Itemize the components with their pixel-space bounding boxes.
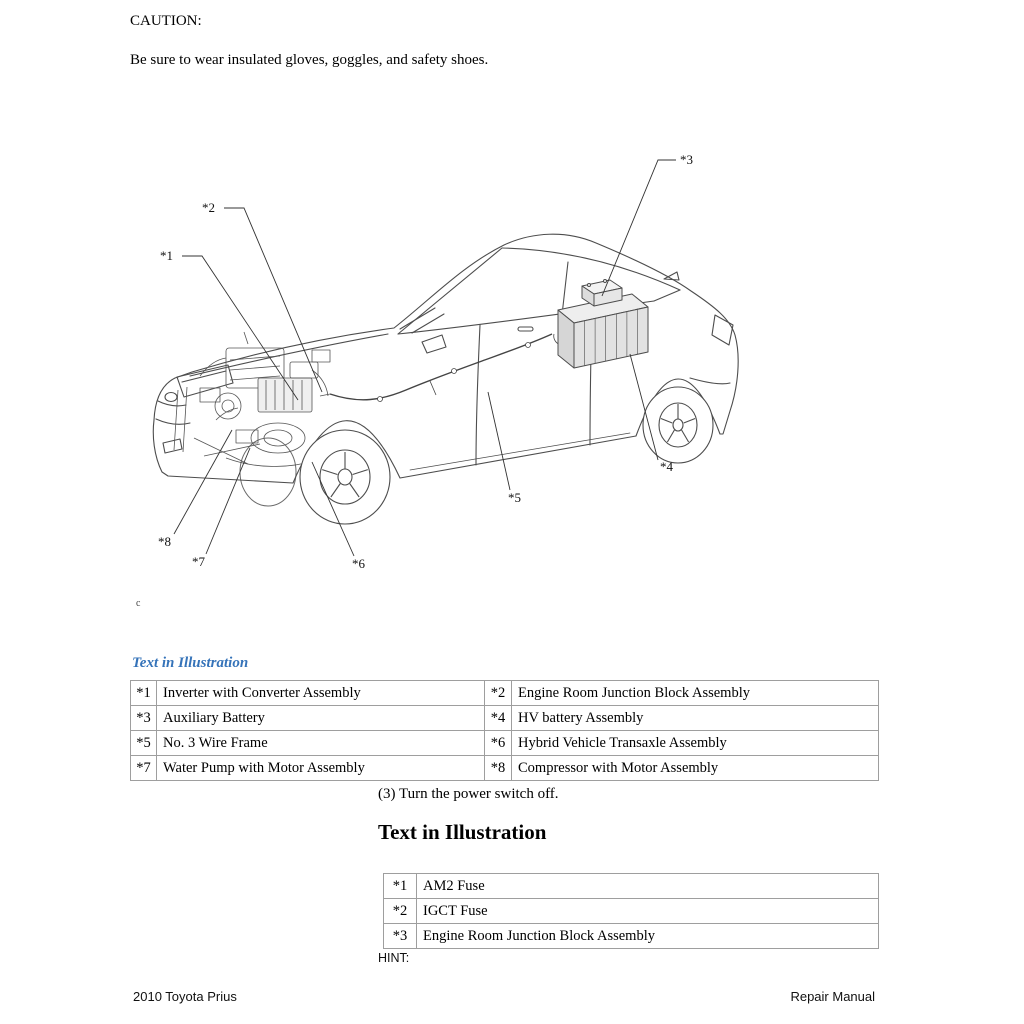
- callout-line-7: [205, 447, 251, 555]
- fog-lamp: [162, 438, 183, 454]
- table-row: *7 Water Pump with Motor Assembly *8 Com…: [130, 755, 879, 781]
- callout-line-3: [601, 159, 676, 297]
- inverter-assembly: [257, 377, 313, 413]
- callout-number-cell: *8: [484, 755, 512, 781]
- table-row: *5 No. 3 Wire Frame *6 Hybrid Vehicle Tr…: [130, 730, 879, 756]
- callout-label-5: *5: [508, 490, 521, 505]
- callout-desc-cell: No. 3 Wire Frame: [156, 730, 485, 756]
- auxiliary-battery: [581, 279, 623, 307]
- callout-line-6: [311, 461, 355, 557]
- callout-lines: [173, 159, 676, 557]
- callout-number-cell: *1: [383, 873, 417, 899]
- callout-number-cell: *3: [130, 705, 157, 731]
- callout-line-2: [224, 207, 323, 393]
- step-text: (3) Turn the power switch off.: [378, 786, 559, 802]
- callout-label-4: *4: [660, 459, 674, 474]
- figure-corner-label: c: [136, 598, 141, 609]
- callout-label-1: *1: [160, 248, 173, 263]
- junction-block: [289, 361, 319, 379]
- section2-heading: Text in Illustration: [378, 820, 547, 844]
- caution-text: Be sure to wear insulated gloves, goggle…: [130, 52, 489, 68]
- table-row: *3 Engine Room Junction Block Assembly: [383, 923, 879, 949]
- roof-antenna: [663, 271, 680, 281]
- callout-number-cell: *5: [130, 730, 157, 756]
- front-wheel: [299, 429, 391, 525]
- table-row: *1 AM2 Fuse: [383, 873, 879, 899]
- far-front-wheel: [239, 437, 297, 507]
- fuse-legend-table: *1 AM2 Fuse *2 IGCT Fuse *3 Engine Room …: [383, 873, 879, 949]
- prius-line-drawing: *1 *2 *3 *4 *5 *6 *7 *8: [152, 152, 739, 571]
- caution-label: CAUTION:: [130, 13, 202, 29]
- callout-line-1: [182, 255, 299, 401]
- vehicle-illustration: *1 *2 *3 *4 *5 *6 *7 *8: [130, 138, 760, 590]
- callout-label-2: *2: [202, 200, 215, 215]
- toyota-emblem: [164, 391, 178, 403]
- callout-label-8: *8: [158, 534, 171, 549]
- headlamp: [176, 364, 234, 398]
- callout-number-cell: *2: [383, 898, 417, 924]
- callout-line-5: [487, 391, 511, 491]
- hint-label: HINT:: [378, 951, 410, 965]
- callout-desc-cell: AM2 Fuse: [416, 873, 879, 899]
- table-row: *1 Inverter with Converter Assembly *2 E…: [130, 680, 879, 706]
- table-row: *3 Auxiliary Battery *4 HV battery Assem…: [130, 705, 879, 731]
- callout-desc-cell: Water Pump with Motor Assembly: [156, 755, 485, 781]
- callout-line-8: [173, 429, 233, 535]
- rear-wheel: [642, 386, 714, 464]
- section1-heading: Text in Illustration: [132, 655, 249, 671]
- footer-model: 2010 Toyota Prius: [133, 989, 237, 1004]
- callout-number-cell: *2: [484, 680, 512, 706]
- callout-line-4: [629, 353, 659, 461]
- illustration-legend-table: *1 Inverter with Converter Assembly *2 E…: [130, 680, 879, 781]
- callout-desc-cell: IGCT Fuse: [416, 898, 879, 924]
- callout-number-cell: *3: [383, 923, 417, 949]
- callout-number-cell: *1: [130, 680, 157, 706]
- table-row: *2 IGCT Fuse: [383, 898, 879, 924]
- callout-desc-cell: Compressor with Motor Assembly: [511, 755, 879, 781]
- callout-desc-cell: Auxiliary Battery: [156, 705, 485, 731]
- water-pump: [235, 429, 259, 444]
- callout-label-6: *6: [352, 556, 366, 571]
- callout-number-cell: *6: [484, 730, 512, 756]
- callout-label-3: *3: [680, 152, 693, 167]
- callout-desc-cell: HV battery Assembly: [511, 705, 879, 731]
- callout-desc-cell: Engine Room Junction Block Assembly: [511, 680, 879, 706]
- callout-number-cell: *7: [130, 755, 157, 781]
- callout-desc-cell: Engine Room Junction Block Assembly: [416, 923, 879, 949]
- rear-lamp: [711, 314, 734, 346]
- footer-doc-title: Repair Manual: [790, 989, 875, 1004]
- callout-desc-cell: Inverter with Converter Assembly: [156, 680, 485, 706]
- wire-harness: [329, 333, 575, 402]
- callout-number-cell: *4: [484, 705, 512, 731]
- transaxle: [250, 422, 306, 454]
- hv-battery-assembly: [557, 293, 649, 369]
- engine-assembly: [173, 331, 331, 467]
- side-mirror: [421, 334, 447, 354]
- callout-labels: *1 *2 *3 *4 *5 *6 *7 *8: [158, 152, 693, 571]
- callout-desc-cell: Hybrid Vehicle Transaxle Assembly: [511, 730, 879, 756]
- callout-label-7: *7: [192, 554, 206, 569]
